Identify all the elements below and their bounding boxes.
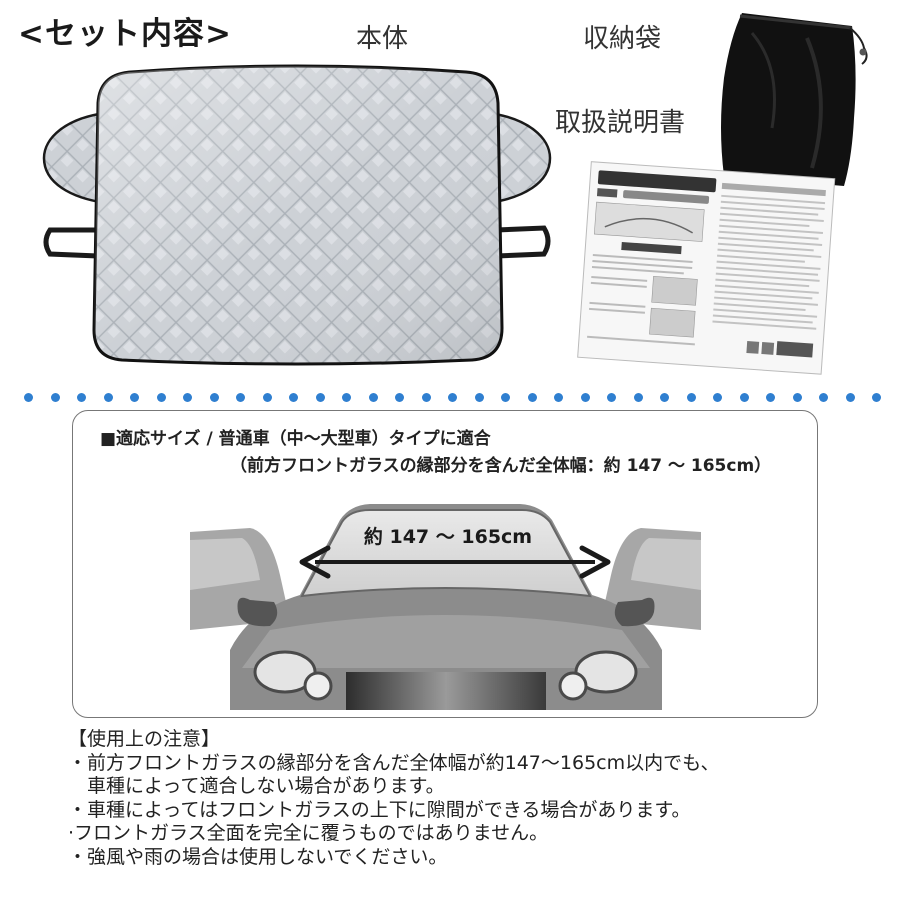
- item-label-bag: 収納袋: [583, 24, 662, 54]
- divider-dot: [713, 393, 722, 402]
- divider-dot: [819, 393, 828, 402]
- divider-dot: [872, 393, 881, 402]
- divider-dot: [501, 393, 510, 402]
- item-label-manual: 取扱説明書: [555, 108, 686, 138]
- item-label-body: 本体: [356, 24, 409, 54]
- divider-dot: [448, 393, 457, 402]
- size-spec-detail: （前方フロントガラスの縁部分を含んだ全体幅：約 147 ～ 165cm）: [230, 456, 772, 476]
- windshield-cover-image: [42, 64, 552, 366]
- divider-dot: [368, 393, 378, 402]
- divider-dot: [342, 393, 351, 402]
- divider-dot: [792, 393, 802, 402]
- divider-dot: [845, 393, 855, 402]
- divider-dot: [554, 393, 563, 402]
- divider-dot: [315, 393, 325, 402]
- divider-dot: [527, 393, 537, 402]
- divider-dot: [633, 393, 643, 402]
- divider-dot: [660, 393, 669, 402]
- divider-dot: [686, 393, 696, 402]
- divider-dot: [24, 393, 33, 402]
- divider-dot: [156, 393, 166, 402]
- caution-item: ·フロントガラス全面を完全に覆うものではありません。: [68, 822, 549, 844]
- divider-dot: [262, 393, 272, 402]
- set-contents-title: <セット内容>: [18, 16, 232, 52]
- storage-bag-image: [721, 13, 868, 186]
- divider-dot: [236, 393, 245, 402]
- divider-dot: [50, 393, 60, 402]
- caution-item: ・前方フロントガラスの縁部分を含んだ全体幅が約147～165cm以内でも、: [68, 751, 720, 774]
- caution-item: ・車種によってはフロントガラスの上下に隙間ができる場合があります。: [68, 798, 691, 821]
- caution-item: ・強風や雨の場合は使用しないでください。: [68, 845, 448, 868]
- divider-dot: [209, 393, 219, 402]
- divider-dot: [580, 393, 590, 402]
- divider-dot: [739, 393, 749, 402]
- instruction-manual-image: [577, 161, 836, 375]
- width-arrow-label: 約 147 ～ 165cm: [364, 525, 532, 548]
- divider-dot: [766, 393, 775, 402]
- divider-dot: [103, 393, 113, 402]
- caution-item: 車種によって適合しない場合があります。: [68, 775, 445, 797]
- divider-dot: [77, 393, 86, 402]
- divider-dot: [183, 393, 192, 402]
- divider-dot: [607, 393, 616, 402]
- size-spec-heading: ■適応サイズ / 普通車（中～大型車）タイプに適合: [100, 429, 491, 449]
- divider-dot: [130, 393, 139, 402]
- cautions-heading: 【使用上の注意】: [68, 728, 221, 750]
- divider-dot: [395, 393, 404, 402]
- divider-dot: [421, 393, 431, 402]
- divider-dot: [474, 393, 484, 402]
- divider-dot: [289, 393, 298, 402]
- usage-cautions: 【使用上の注意】 ・前方フロントガラスの縁部分を含んだ全体幅が約147～165c…: [68, 728, 888, 869]
- dotted-divider: [24, 391, 884, 405]
- car-illustration: 約 147 ～ 165cm: [190, 504, 701, 710]
